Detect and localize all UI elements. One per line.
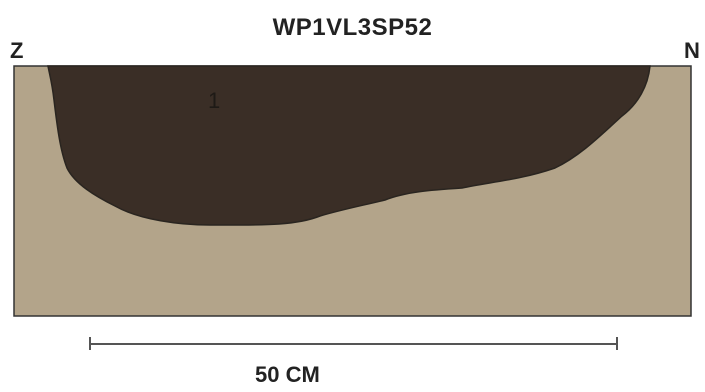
orientation-right-label: N — [684, 38, 700, 63]
section-title: WP1VL3SP52 — [272, 14, 433, 41]
orientation-left-label: Z — [10, 38, 24, 63]
pit-fill-layer-1 — [47, 65, 651, 226]
scale-bar — [89, 337, 618, 350]
scale-label: 50 CM — [255, 362, 320, 387]
layer-1-label: 1 — [208, 88, 220, 113]
